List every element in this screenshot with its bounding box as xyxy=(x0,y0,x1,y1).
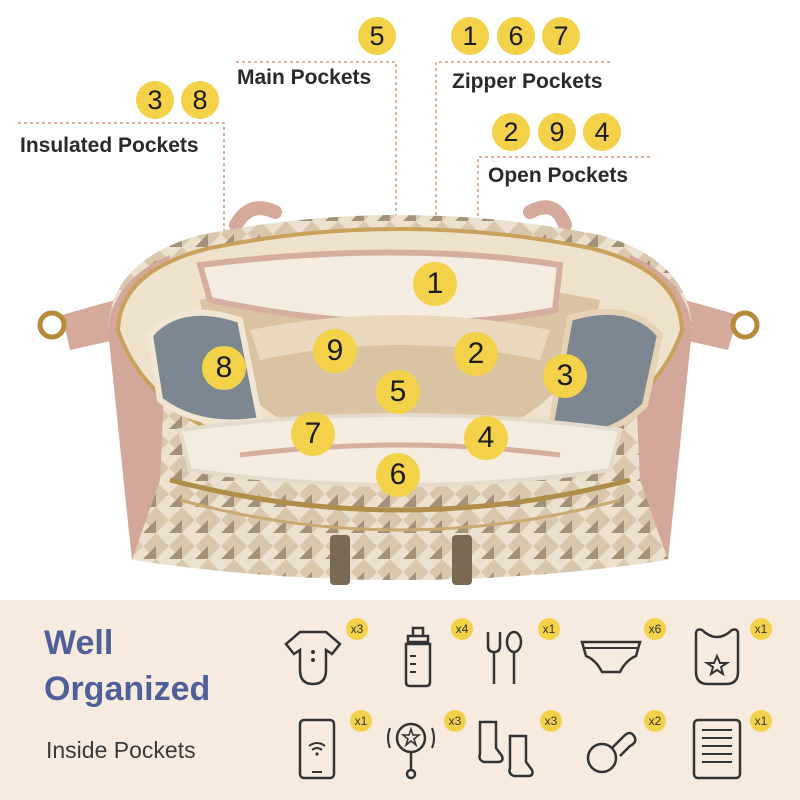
zipper-badge-7: 7 xyxy=(542,17,580,55)
pocket-badge-4: 4 xyxy=(464,416,508,460)
pocket-badge-3: 3 xyxy=(543,354,587,398)
tablet-icon xyxy=(692,718,742,780)
diaper-item: x6 xyxy=(576,618,666,692)
phone-item: x1 xyxy=(282,710,372,784)
open-badge-4: 4 xyxy=(583,113,621,151)
bottle-item: x4 xyxy=(383,618,473,692)
pocket-badge-7: 7 xyxy=(291,412,335,456)
diaper-bag-illustration xyxy=(18,61,760,585)
open-pockets-label: Open Pockets xyxy=(488,164,629,187)
pacifier-count: x2 xyxy=(644,710,666,732)
baby-bottle-icon xyxy=(404,626,432,688)
pocket-badge-2: 2 xyxy=(454,332,498,376)
socks-icon xyxy=(478,720,534,778)
inside-pockets-panel: Well Organized Inside Pockets x3 x4 x1 x… xyxy=(0,600,800,800)
subtitle: Inside Pockets xyxy=(46,737,196,763)
utensils-item: x1 xyxy=(470,618,560,692)
rattle-item: x3 xyxy=(376,710,466,784)
pocket-badge-6: 6 xyxy=(376,453,420,497)
onesie-count: x3 xyxy=(346,618,368,640)
onesie-item: x3 xyxy=(278,618,368,692)
rattle-count: x3 xyxy=(444,710,466,732)
phone-count: x1 xyxy=(350,710,372,732)
pocket-badge-8: 8 xyxy=(202,346,246,390)
pocket-badge-9: 9 xyxy=(313,329,357,373)
insulated-pockets-label: Insulated Pockets xyxy=(20,134,199,157)
pocket-badge-1: 1 xyxy=(413,262,457,306)
onesie-icon xyxy=(284,630,342,686)
tablet-item: x1 xyxy=(682,710,772,784)
open-badge-2: 2 xyxy=(492,113,530,151)
diaper-icon xyxy=(580,640,642,674)
rattle-icon xyxy=(387,722,435,780)
socks-count: x3 xyxy=(540,710,562,732)
title-line1: Well xyxy=(44,624,114,662)
zipper-badge-6: 6 xyxy=(497,17,535,55)
zipper-pockets-label: Zipper Pockets xyxy=(452,70,603,93)
socks-item: x3 xyxy=(472,710,562,784)
product-photo-area: Main Pockets Zipper Pockets Insulated Po… xyxy=(18,17,760,585)
diaper-count: x6 xyxy=(644,618,666,640)
bottle-count: x4 xyxy=(451,618,473,640)
phone-icon xyxy=(298,718,336,780)
main-pockets-label: Main Pockets xyxy=(237,66,372,89)
insulated-badge-8: 8 xyxy=(181,81,219,119)
open-badge-9: 9 xyxy=(538,113,576,151)
main-badge-5: 5 xyxy=(358,17,396,55)
bib-count: x1 xyxy=(750,618,772,640)
bib-item: x1 xyxy=(682,618,772,692)
pacifier-item: x2 xyxy=(576,710,666,784)
pacifier-icon xyxy=(586,731,637,774)
zipper-badge-1: 1 xyxy=(451,17,489,55)
title-line2: Organized xyxy=(44,670,211,708)
pocket-badge-5: 5 xyxy=(376,370,420,414)
insulated-badge-3: 3 xyxy=(136,81,174,119)
utensils-count: x1 xyxy=(538,618,560,640)
baby-utensils-icon xyxy=(486,630,523,684)
bib-icon xyxy=(694,628,740,686)
tablet-count: x1 xyxy=(750,710,772,732)
